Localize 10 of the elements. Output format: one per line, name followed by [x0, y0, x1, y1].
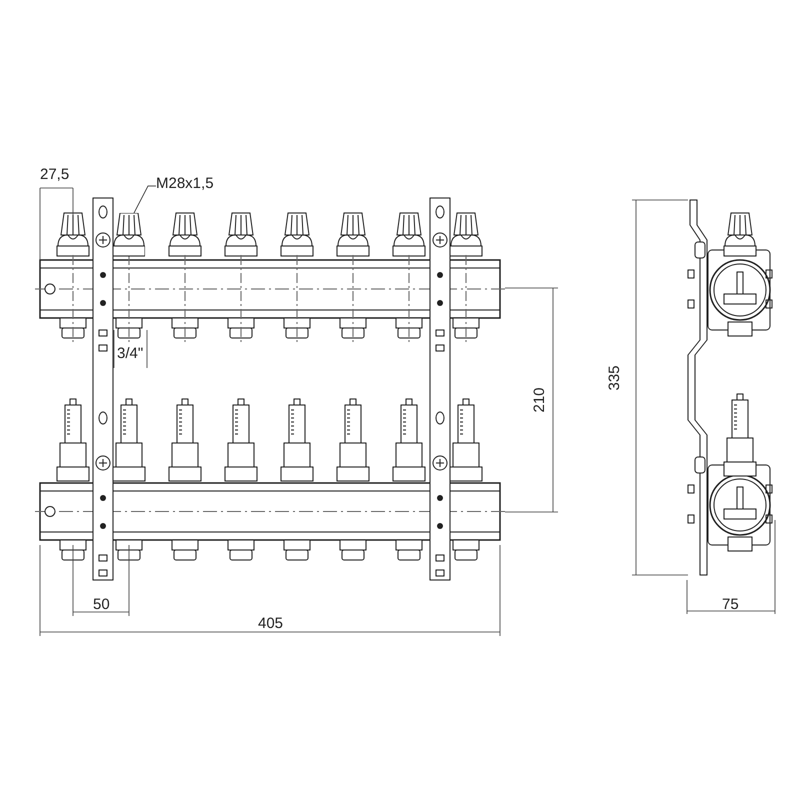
- dimension-label: 210: [532, 387, 548, 413]
- dimension-label: 3/4": [117, 346, 144, 362]
- dimension-label: 405: [258, 616, 284, 632]
- dimension-label: 335: [607, 365, 623, 391]
- leader-line: [134, 186, 156, 214]
- dimension-label: 50: [93, 597, 110, 613]
- dimension-label: 75: [722, 597, 739, 613]
- dimension-label: 27,5: [40, 167, 70, 183]
- thread-size-label: M28x1,5: [156, 176, 214, 192]
- valve-cap-drawing: [113, 213, 145, 258]
